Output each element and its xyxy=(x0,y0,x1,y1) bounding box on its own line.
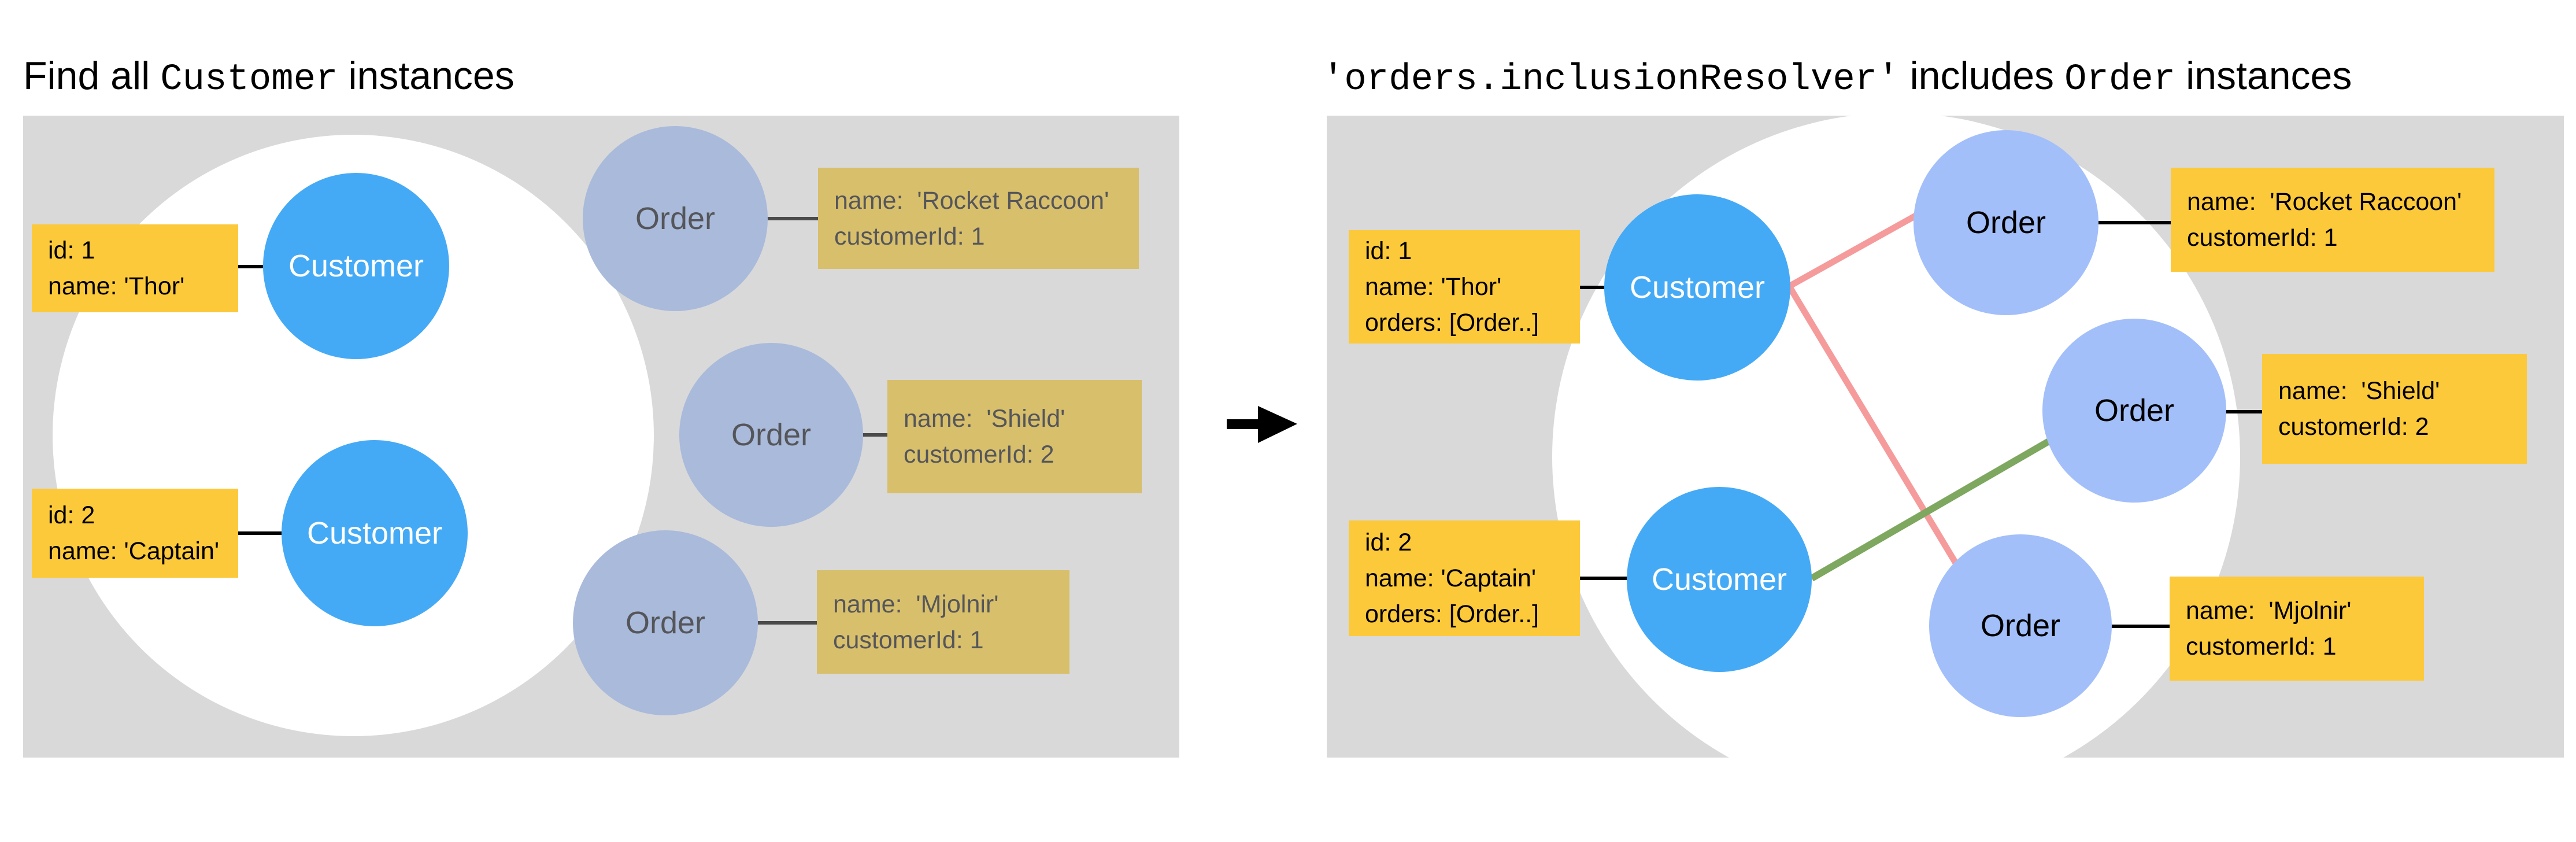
customer-node-thor-left: Customer xyxy=(263,173,449,359)
order-card-shield-left: name: 'Shield' customerId: 2 xyxy=(887,380,1142,493)
customer-card-text: id: 2 name: 'Captain' orders: [Order..] xyxy=(1365,529,1539,628)
left-title-code-customer: Customer xyxy=(160,59,338,101)
right-title-text-instances: instances xyxy=(2186,54,2352,98)
order-node-shield-right: Order xyxy=(2042,319,2226,503)
connector-rocket-card-left xyxy=(767,217,819,220)
connector-captain-card-right xyxy=(1578,577,1628,580)
order-card-mjolnir-left: name: 'Mjolnir' customerId: 1 xyxy=(817,570,1069,674)
customer-node-captain-right: Customer xyxy=(1627,487,1812,672)
customer-card-thor-right: id: 1 name: 'Thor' orders: [Order..] xyxy=(1349,230,1580,344)
order-node-mjolnir-right: Order xyxy=(1929,534,2112,717)
customer-card-text: id: 1 name: 'Thor' xyxy=(48,237,185,300)
order-node-mjolnir-left: Order xyxy=(573,530,758,715)
connector-shield-card-right xyxy=(2225,410,2262,413)
order-node-rocket-left: Order xyxy=(583,126,768,311)
right-title-text-includes: includes xyxy=(1909,54,2055,98)
order-node-label: Order xyxy=(2094,393,2175,428)
order-node-label: Order xyxy=(635,201,716,236)
right-title-code-order: Order xyxy=(2064,59,2176,101)
order-node-rocket-right: Order xyxy=(1914,130,2098,315)
customer-node-captain-left: Customer xyxy=(282,440,468,626)
order-card-text: name: 'Shield' customerId: 2 xyxy=(2278,377,2440,441)
customer-node-label: Customer xyxy=(1651,562,1787,597)
order-node-label: Order xyxy=(625,605,706,640)
connector-captain-card-left xyxy=(237,531,283,535)
flow-arrow-icon xyxy=(1227,406,1297,443)
order-node-shield-left: Order xyxy=(679,343,863,527)
order-card-rocket-right: name: 'Rocket Raccoon' customerId: 1 xyxy=(2171,168,2494,272)
order-card-text: name: 'Mjolnir' customerId: 1 xyxy=(833,590,999,654)
order-card-shield-right: name: 'Shield' customerId: 2 xyxy=(2262,354,2527,464)
customer-node-label: Customer xyxy=(288,249,424,283)
order-card-mjolnir-right: name: 'Mjolnir' customerId: 1 xyxy=(2170,577,2424,681)
customer-node-label: Customer xyxy=(306,516,443,551)
customer-card-captain-right: id: 2 name: 'Captain' orders: [Order..] xyxy=(1349,520,1580,636)
order-card-text: name: 'Mjolnir' customerId: 1 xyxy=(2186,597,2352,660)
connector-thor-card-left xyxy=(237,265,264,268)
connector-thor-card-right xyxy=(1578,286,1605,289)
relation-line-captain-shield xyxy=(1809,416,2089,582)
order-node-label: Order xyxy=(1966,205,2046,240)
connector-mjolnir-card-left xyxy=(757,621,818,625)
connector-shield-card-left xyxy=(862,433,889,437)
customer-node-thor-right: Customer xyxy=(1604,194,1790,381)
left-title-text: Find all xyxy=(23,54,150,98)
left-title-text-suffix: instances xyxy=(348,54,515,98)
order-card-rocket-left: name: 'Rocket Raccoon' customerId: 1 xyxy=(818,168,1139,269)
customer-card-captain-left: id: 2 name: 'Captain' xyxy=(32,489,238,578)
customer-card-text: id: 1 name: 'Thor' orders: [Order..] xyxy=(1365,237,1539,337)
order-card-text: name: 'Shield' customerId: 2 xyxy=(904,405,1065,468)
order-node-label: Order xyxy=(731,418,812,452)
order-node-label: Order xyxy=(1980,608,2061,643)
customer-card-text: id: 2 name: 'Captain' xyxy=(48,501,220,565)
connector-rocket-card-right xyxy=(2097,221,2171,224)
order-card-text: name: 'Rocket Raccoon' customerId: 1 xyxy=(2187,188,2462,252)
customer-node-label: Customer xyxy=(1629,270,1766,305)
connector-mjolnir-card-right xyxy=(2111,625,2170,628)
right-title-code-resolver: 'orders.inclusionResolver' xyxy=(1322,59,1900,101)
order-card-text: name: 'Rocket Raccoon' customerId: 1 xyxy=(834,186,1109,250)
customer-card-thor-left: id: 1 name: 'Thor' xyxy=(32,224,238,312)
